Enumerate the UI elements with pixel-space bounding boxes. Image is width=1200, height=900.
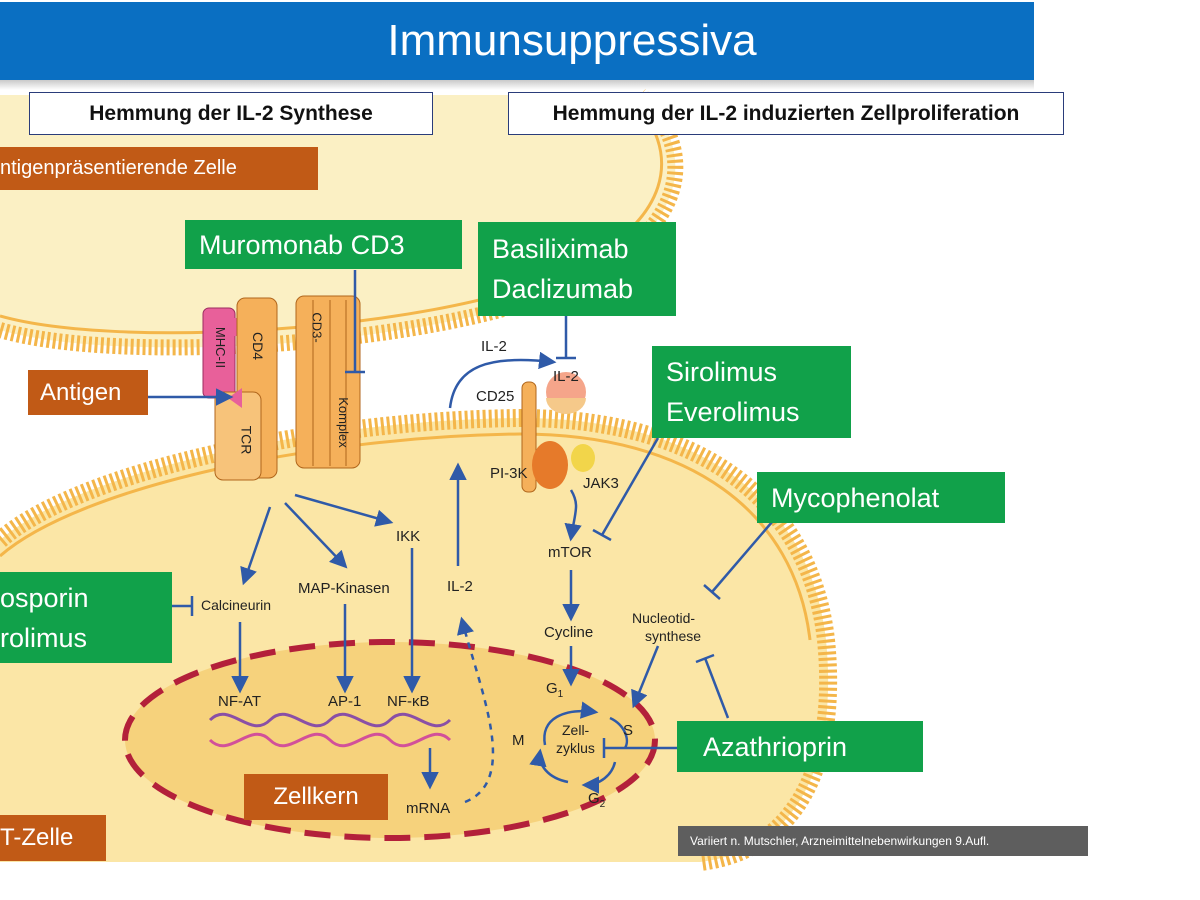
inhibition-lines <box>172 270 773 758</box>
cd25-label: CD25 <box>476 388 515 405</box>
mhc-label: MHC-II <box>213 326 229 369</box>
s-phase-label: S <box>623 722 634 739</box>
drug-muromonab-text: Muromonab CD3 <box>199 229 405 260</box>
nfat-label: NF-AT <box>218 693 262 710</box>
tcr-label: TCR <box>238 425 255 455</box>
m-phase-label: M <box>512 732 525 749</box>
g1-letter: G <box>546 680 558 697</box>
pi3k-label: PI-3K <box>490 465 528 482</box>
jak3-label: JAK3 <box>583 475 619 492</box>
page-title: Immunsuppressiva <box>0 2 1034 80</box>
mrna-label: mRNA <box>406 800 451 817</box>
drug-azathioprin: Azathrioprin <box>677 721 923 772</box>
nucleus-label: Zellkern <box>244 774 388 820</box>
header-il2-synthesis: Hemmung der IL-2 Synthese <box>29 92 433 135</box>
drug-ciclosporin-text: osporin <box>0 582 89 613</box>
drug-sirolimus-text: Sirolimus <box>666 357 778 387</box>
cycline-label: Cycline <box>544 624 594 641</box>
drug-sirolimus-everolimus: Sirolimus Everolimus <box>652 346 851 438</box>
g1-subscript: 1 <box>557 689 564 700</box>
tcell-label: T-Zelle <box>0 815 106 861</box>
source-credit: Variiert n. Mutschler, Arzneimittelneben… <box>678 826 1088 856</box>
g2-letter: G <box>588 790 600 807</box>
antigen-label: Antigen <box>28 370 148 415</box>
drug-mycophenolat-text: Mycophenolat <box>771 482 940 513</box>
cd3-complex <box>295 295 361 469</box>
il2-receptor <box>521 372 595 493</box>
drug-basiliximab-daclizumab: Basiliximab Daclizumab <box>478 222 676 316</box>
nfkb-label: NF-κB <box>387 693 430 710</box>
g2-label: G2 <box>588 790 605 810</box>
drug-ciclosporin-tacrolimus: osporin rolimus <box>0 572 172 663</box>
header-il2-proliferation: Hemmung der IL-2 induzierten Zellprolife… <box>508 92 1064 135</box>
il2-top-label: IL-2 <box>481 338 507 355</box>
pathway-arrows <box>148 351 660 804</box>
il2-receptor-label: IL-2 <box>553 368 579 385</box>
nucleotid-label-1: Nucleotid- <box>632 610 696 626</box>
il2-mid-label: IL-2 <box>447 578 473 595</box>
g1-label: G1 <box>546 680 563 700</box>
nucleotid-label-2: synthese <box>645 628 702 644</box>
drug-mycophenolat: Mycophenolat <box>757 472 1005 523</box>
drug-everolimus-text: Everolimus <box>666 397 800 427</box>
calcineurin-label: Calcineurin <box>201 597 272 613</box>
ikk-label: IKK <box>396 528 421 545</box>
cd4-label: CD4 <box>250 331 267 361</box>
drug-tacrolimus-text: rolimus <box>0 622 88 653</box>
map-kinasen-label: MAP-Kinasen <box>298 580 390 597</box>
mtor-label: mTOR <box>548 544 592 561</box>
ap1-label: AP-1 <box>328 693 362 710</box>
g2-subscript: 2 <box>599 799 606 810</box>
title-shadow <box>0 80 1034 90</box>
drug-daclizumab-text: Daclizumab <box>492 274 634 304</box>
komplex-label: Komplex <box>335 397 351 448</box>
zellzyklus-label-1: Zell- <box>562 722 590 738</box>
drug-azathioprin-text: Azathrioprin <box>703 731 848 762</box>
tcr-receptor <box>214 388 262 481</box>
drug-basiliximab-text: Basiliximab <box>492 234 629 264</box>
drug-muromonab: Muromonab CD3 <box>185 220 462 269</box>
zellzyklus-label-2: zyklus <box>556 740 595 756</box>
cd3-label: CD3- <box>309 312 325 343</box>
apc-label: ntigenpräsentierende Zelle <box>0 147 318 190</box>
dna-helix <box>208 712 452 748</box>
